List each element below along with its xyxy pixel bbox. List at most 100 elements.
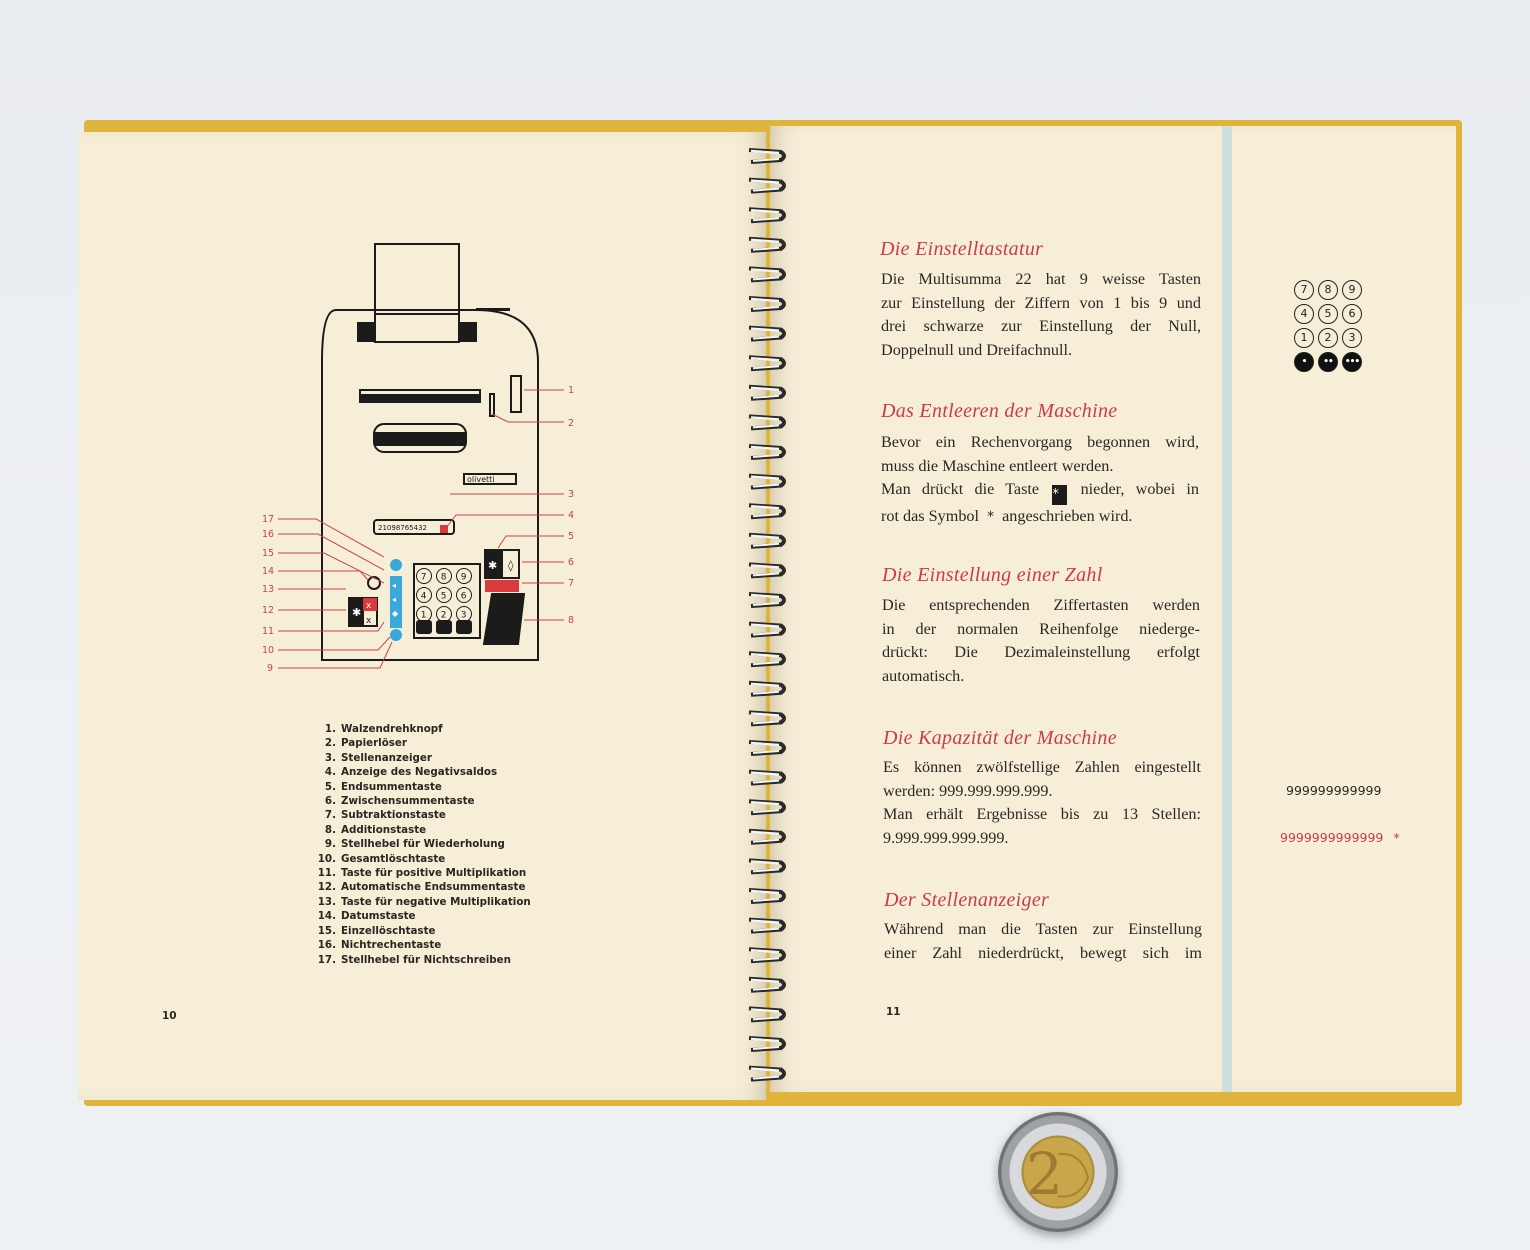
legend-item: 6. Zwischensummentaste <box>308 794 531 808</box>
heading-einstellung: Die Einstellung einer Zahl <box>882 564 1103 586</box>
keypad-frame <box>413 563 481 639</box>
callout-6: 6 <box>568 557 574 568</box>
diagram-key-label: 9 <box>461 573 467 583</box>
legend-item: 16.Nichtrechentaste <box>308 938 531 952</box>
legend-number: 15. <box>317 924 336 937</box>
legend-number: 3. <box>324 751 336 764</box>
spiral-ring <box>748 858 786 875</box>
spiral-ring <box>748 562 786 579</box>
callout-5: 5 <box>568 531 574 542</box>
callout-3: 3 <box>568 489 574 500</box>
diagram-key <box>416 568 432 584</box>
text-line: drei schwarze zur Einstellung der Null, <box>881 317 1201 335</box>
para-einstelltastatur: Die Multisumma 22 hat 9 weisse Tasten zu… <box>881 268 1201 362</box>
svg-text:x: x <box>366 616 372 626</box>
text-line: Die entsprechenden Ziffertasten werden <box>882 596 1200 614</box>
legend-label: Datumstaste <box>341 910 416 923</box>
spiral-ring <box>748 888 786 904</box>
legend-number: 12. <box>317 881 336 894</box>
machine-diagram: olivetti 21098765432 ◊ ✱ ✱ x x ◂ ◂ <box>262 243 574 674</box>
platen-knob <box>510 375 522 413</box>
svg-text:◂: ◂ <box>392 581 396 590</box>
legend-number: 11. <box>317 867 336 880</box>
text-line: 9.999.999.999.999. <box>883 828 1009 847</box>
legend-label: Automatische Endsummentaste <box>341 881 526 894</box>
diagram-key-label: 5 <box>441 592 447 602</box>
euro-coin: 2 <box>998 1112 1118 1232</box>
legend-label: Stellhebel für Nichtschreiben <box>341 953 511 966</box>
keypad-key: 4 <box>1294 304 1314 324</box>
legend-number: 4. <box>324 766 336 779</box>
keypad-zero-key: • <box>1294 352 1314 372</box>
text-line: zur Einstellung der Ziffern von 1 bis 9 … <box>881 293 1201 312</box>
spiral-ring <box>748 355 786 372</box>
asterisk-key-icon: * <box>1052 485 1068 505</box>
legend-number: 10. <box>317 852 336 865</box>
legend-label: Einzellöschtaste <box>341 924 436 937</box>
diagram-key-label: 4 <box>421 592 427 602</box>
callout-7: 7 <box>568 578 574 589</box>
text-line: Bevor ein Rechenvorgang begonnen wird, <box>881 433 1199 451</box>
legend-number: 6. <box>324 795 336 808</box>
spiral-ring <box>748 740 786 756</box>
spiral-ring <box>748 296 786 312</box>
spiral-ring <box>748 177 786 194</box>
svg-text:◊: ◊ <box>508 559 514 572</box>
legend-label: Stellhebel für Wiederholung <box>341 838 505 851</box>
legend-item: 14.Datumstaste <box>308 909 531 923</box>
text-line: werden: 999.999.999.999. <box>883 781 1053 800</box>
callout-13: 13 <box>262 584 274 595</box>
callout-numbers: 1 2 3 4 5 6 7 8 9 10 11 12 13 14 15 16 1… <box>262 385 574 674</box>
keypad-zero-key: •• <box>1318 352 1338 372</box>
legend-item: 5.Endsummentaste <box>308 780 531 794</box>
capacity-result-digits: 9999999999999 <box>1280 830 1384 845</box>
text-line: automatisch. <box>882 666 965 685</box>
diagram-key-label: 6 <box>461 592 467 602</box>
blue-keys <box>390 559 402 641</box>
legend-item: 8.Additionstaste <box>308 823 531 837</box>
legend-item: 17. Stellhebel für Nichtschreiben <box>308 953 531 967</box>
legend-label: Gesamtlöschtaste <box>341 852 446 865</box>
legend-item: 1.Walzendrehknopf <box>308 722 531 736</box>
spiral-ring <box>748 503 786 520</box>
legend-label: Subtraktionstaste <box>341 809 446 822</box>
spiral-ring <box>748 266 786 283</box>
text-line: Man drückt die Taste * nieder, wobei in <box>881 478 1199 505</box>
callout-4: 4 <box>568 510 574 521</box>
heading-stellenanzeiger: Der Stellenanzeiger <box>884 889 1050 911</box>
diagram-zero-key <box>456 620 472 634</box>
callout-14: 14 <box>262 566 274 577</box>
text-fragment: angeschrieben wird. <box>1002 507 1133 525</box>
callout-8: 8 <box>568 615 574 626</box>
spiral-ring <box>748 532 786 549</box>
text-line: Man erhält Ergebnisse bis zu 13 Stellen: <box>883 805 1201 823</box>
diagram-key-label: 7 <box>421 573 427 583</box>
legend-number: 17. <box>317 953 336 966</box>
negative-indicator <box>440 525 448 533</box>
spiral-ring <box>748 444 786 460</box>
date-key <box>367 576 381 590</box>
page-number-right: 11 <box>886 1006 901 1018</box>
legend-item: 2.Papierlöser <box>308 736 531 750</box>
svg-text:✱: ✱ <box>488 559 497 572</box>
text-fragment: nieder, wobei in <box>1080 480 1200 498</box>
capacity-result: 9999999999999 * <box>1280 830 1400 845</box>
heading-einstelltastatur: Die Einstelltastatur <box>880 238 1044 260</box>
legend-label: Additionstaste <box>341 823 427 836</box>
text-line: muss die Maschine entleert werden. <box>881 456 1114 475</box>
diagram-key <box>436 568 452 584</box>
legend-label: Stellenanzeiger <box>341 751 432 764</box>
keypad-key: 9 <box>1342 280 1362 300</box>
legend-label: Zwischensummentaste <box>341 795 475 808</box>
para-stellenanzeiger: Während man die Tasten zur Einstellung e… <box>884 918 1202 965</box>
spiral-ring <box>748 769 786 786</box>
callout-15: 15 <box>262 548 274 559</box>
digit-display <box>373 519 455 535</box>
legend-item: 3. Stellenanzeiger <box>308 751 531 765</box>
legend-number: 7. <box>324 809 336 822</box>
brand-label: olivetti <box>467 475 495 484</box>
spiral-ring <box>748 236 786 253</box>
callout-11: 11 <box>262 626 274 637</box>
